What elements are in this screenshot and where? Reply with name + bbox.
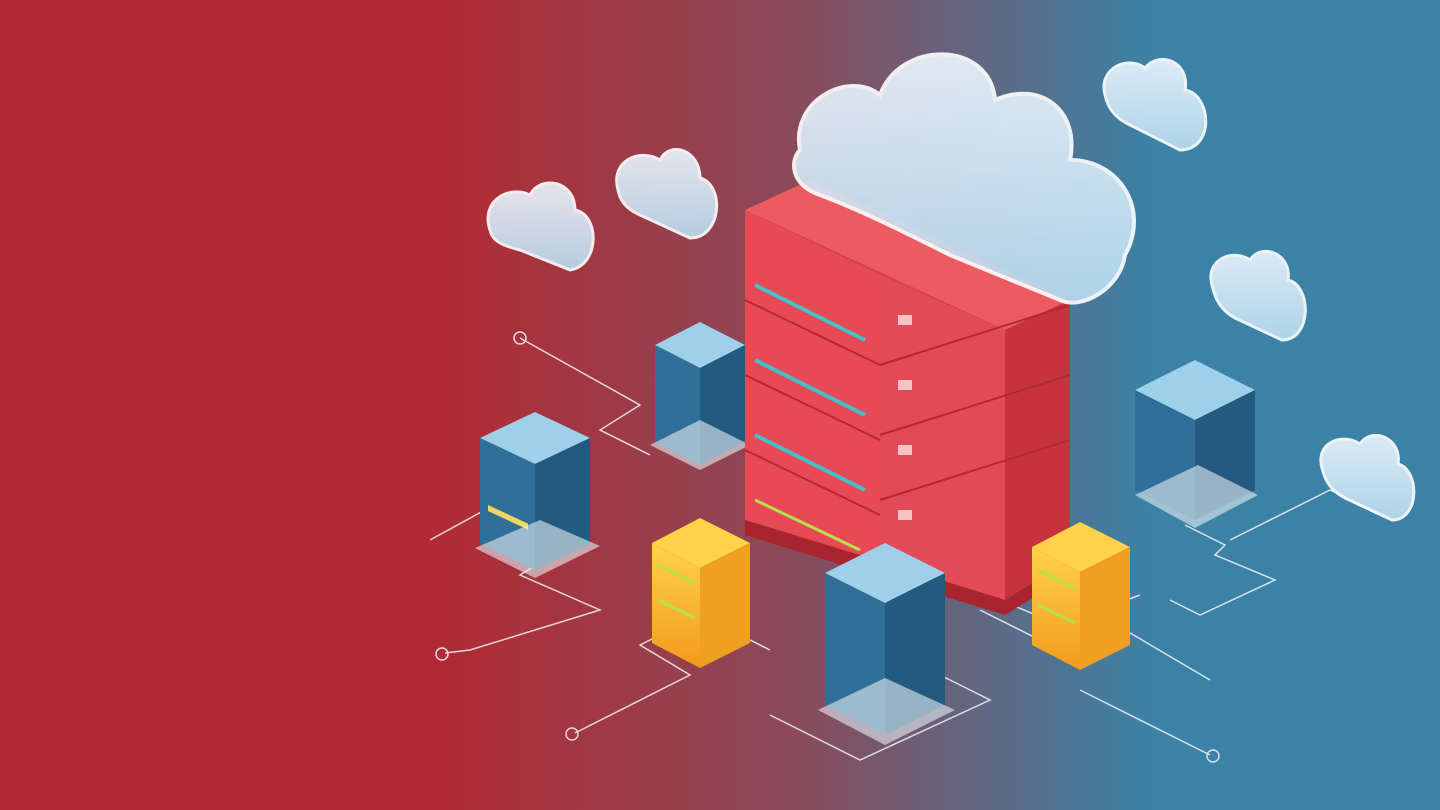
small-clouds — [486, 58, 1416, 522]
server-back-left — [650, 322, 750, 470]
big-cloud — [792, 52, 1136, 305]
main-rack — [744, 180, 1071, 615]
server-left — [475, 412, 600, 578]
server-yellow-right — [1032, 522, 1130, 670]
server-yellow-left — [652, 518, 750, 668]
server-right — [1135, 360, 1258, 528]
server-front — [818, 543, 955, 745]
